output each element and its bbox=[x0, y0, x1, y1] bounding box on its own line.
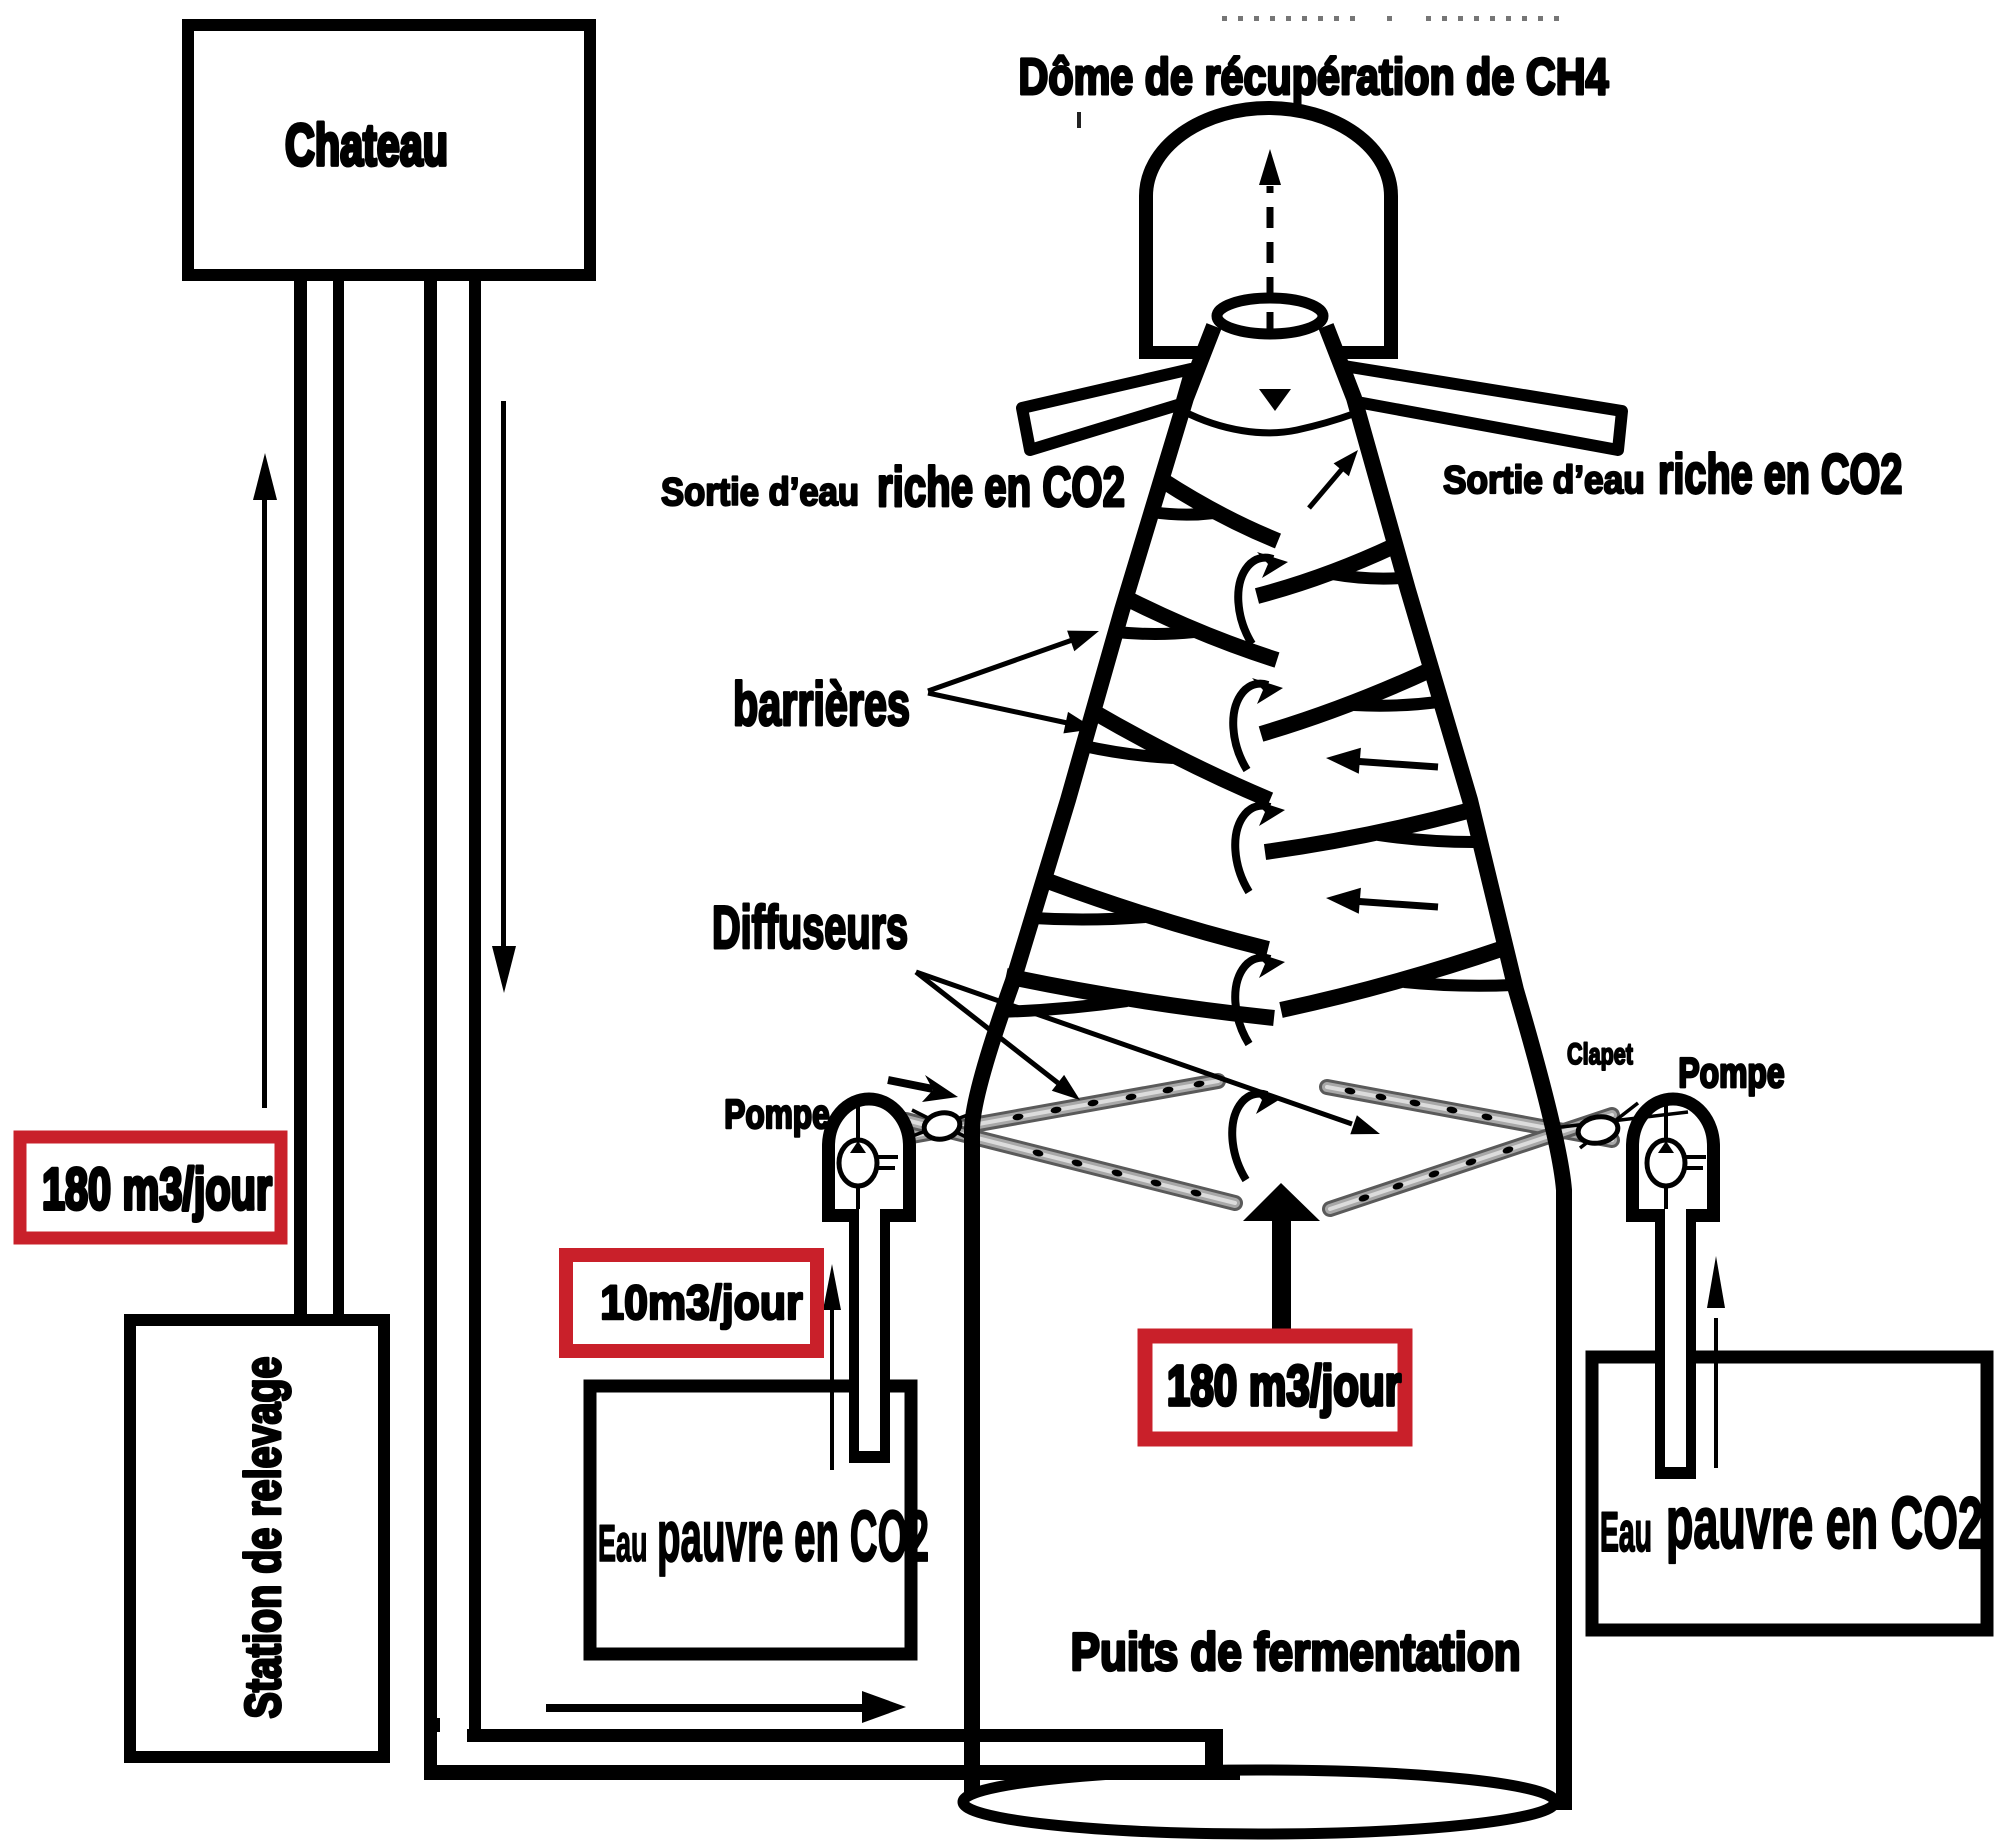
svg-text:Dôme de récupération de CH4: Dôme de récupération de CH4 bbox=[1019, 48, 1610, 105]
svg-text:Clapet: Clapet bbox=[1567, 1038, 1633, 1071]
svg-text:Pompe: Pompe bbox=[724, 1091, 829, 1137]
svg-text:Pompe: Pompe bbox=[1678, 1049, 1784, 1096]
svg-text:Diffuseurs: Diffuseurs bbox=[712, 894, 908, 961]
svg-text:180 m3/jour: 180 m3/jour bbox=[42, 1157, 272, 1222]
svg-text:pauvre en CO2: pauvre en CO2 bbox=[657, 1496, 929, 1577]
svg-text:180 m3/jour: 180 m3/jour bbox=[1167, 1354, 1401, 1418]
svg-text:Puits de fermentation: Puits de fermentation bbox=[1071, 1623, 1521, 1682]
svg-text:Sortie d’eau: Sortie d’eau bbox=[1443, 459, 1645, 502]
svg-text:pauvre en CO2: pauvre en CO2 bbox=[1666, 1483, 1983, 1564]
svg-text:Sortie d’eau: Sortie d’eau bbox=[661, 471, 859, 514]
svg-text:Chateau: Chateau bbox=[285, 113, 448, 178]
svg-text:riche en CO2: riche en CO2 bbox=[1658, 442, 1902, 505]
svg-text:Eau: Eau bbox=[598, 1515, 648, 1573]
svg-text:Station de relevage: Station de relevage bbox=[235, 1357, 291, 1719]
svg-text:riche en CO2: riche en CO2 bbox=[877, 455, 1125, 518]
svg-text:Eau: Eau bbox=[1600, 1500, 1652, 1563]
svg-text:barrières: barrières bbox=[733, 670, 910, 738]
svg-text:10m3/jour: 10m3/jour bbox=[600, 1277, 802, 1330]
